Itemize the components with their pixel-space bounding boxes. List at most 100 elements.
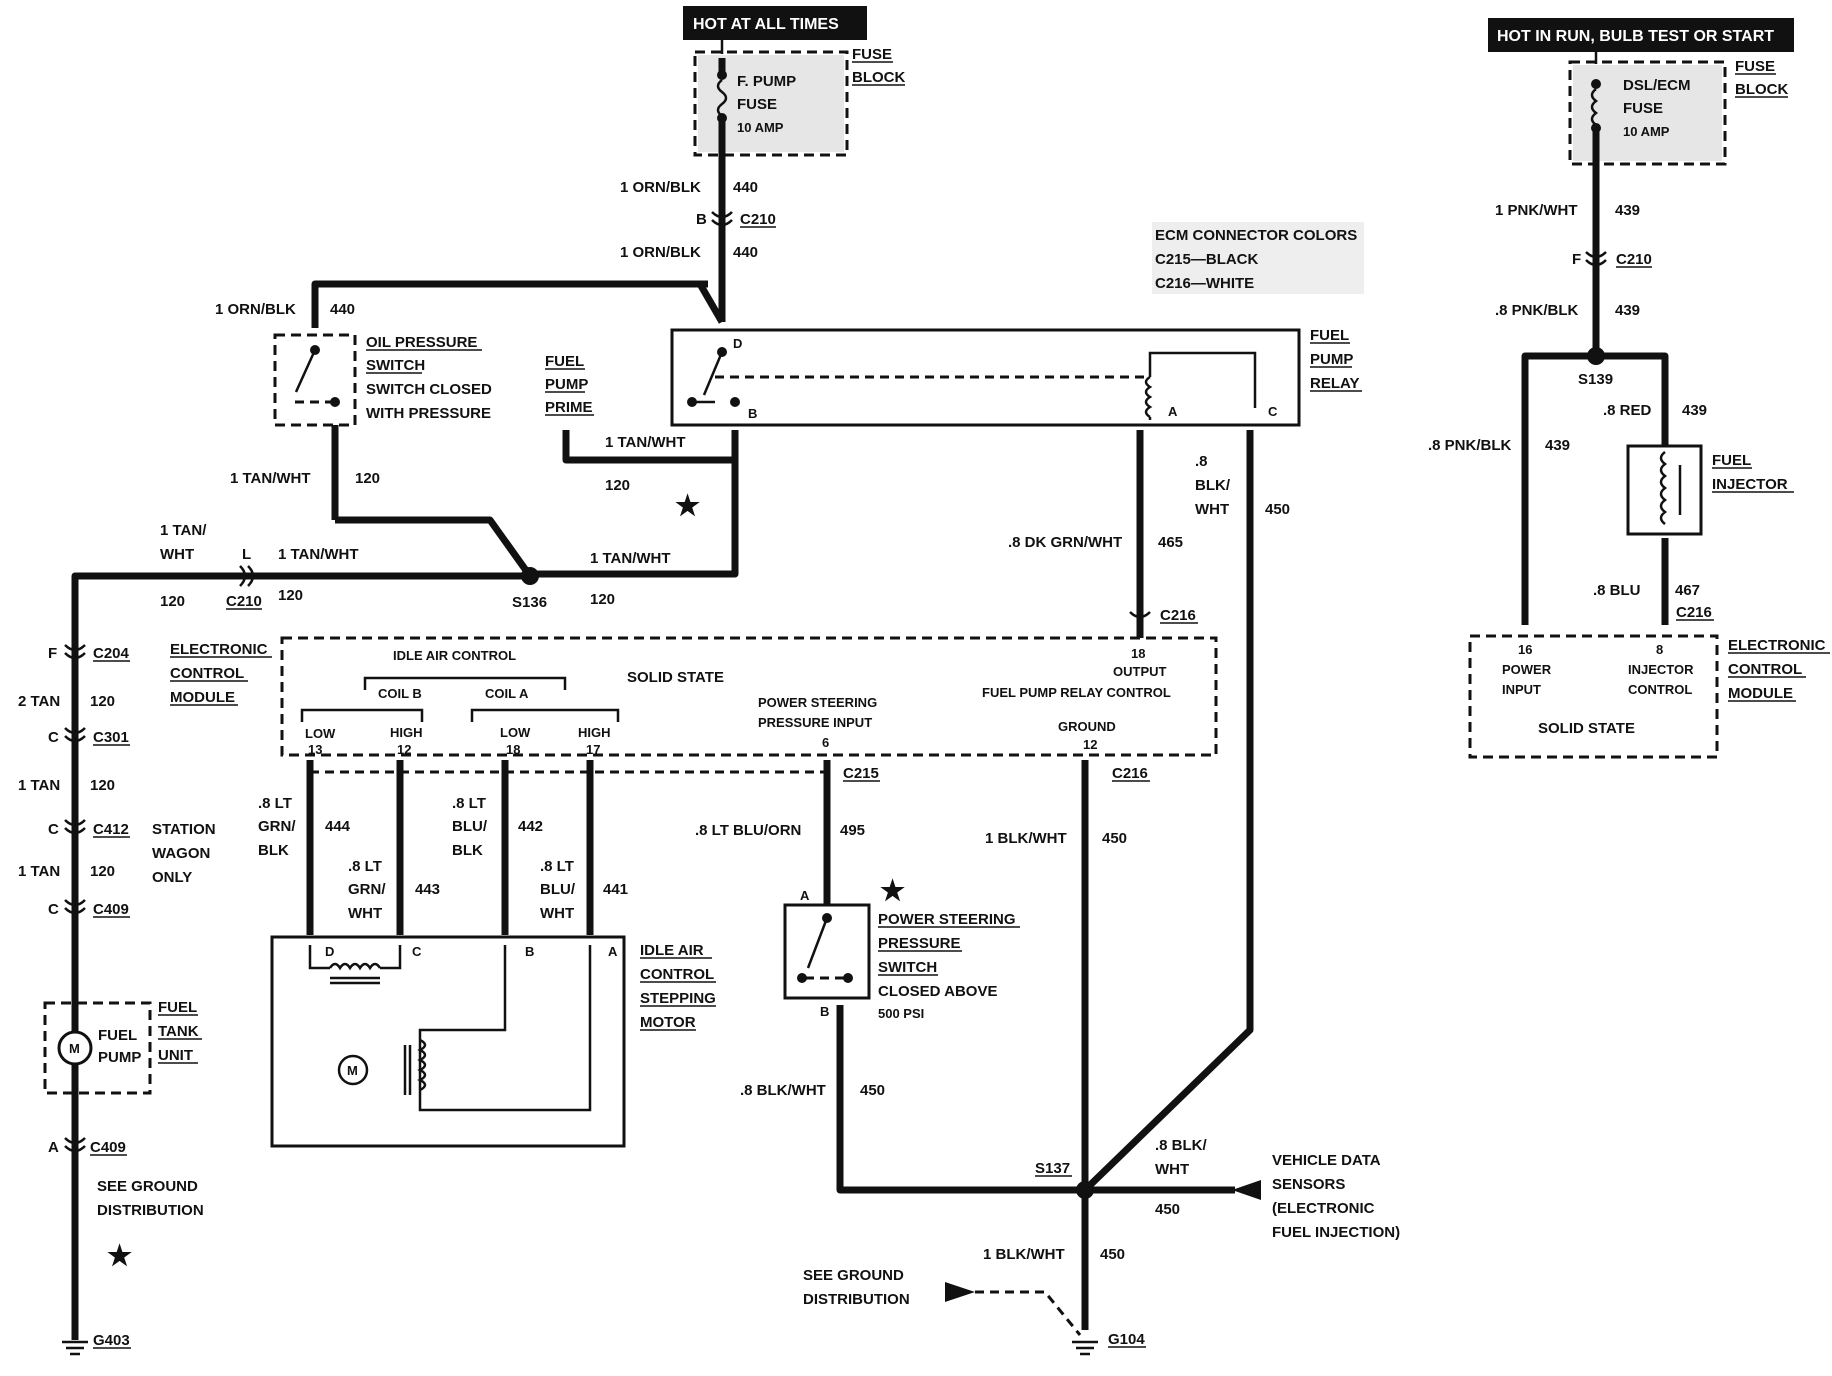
ecm-right-label-1: ELECTRONIC [1728,637,1826,654]
oil-out-color: 1 TAN/WHT [230,470,311,487]
fuel-pump-motor-m: M [69,1041,80,1056]
right-fuse-amp: 10 AMP [1623,124,1670,139]
vds-label-2: SENSORS [1272,1176,1345,1193]
one-tan-color-a: 1 TAN [18,777,60,794]
red-wire-num: 439 [1682,402,1707,419]
relay-pin-a: A [1168,404,1178,419]
ps-switch-label-5: 500 PSI [878,1006,924,1021]
c409-bottom-pin: A [48,1139,59,1156]
left-fuse-block-label-1: FUSE [852,46,892,63]
g403-label: G403 [93,1332,130,1349]
injector-label-2: INJECTOR [1712,476,1788,493]
c216-bottom-label: C216 [1112,765,1148,782]
wire-450-relay-b: BLK/ [1195,477,1231,494]
pin18-num: 18 [506,742,520,757]
tan-wht-left-color-1: 1 TAN/ [160,522,207,539]
iac-stepping-motor [270,935,626,1148]
left-fuse-name-1: F. PUMP [737,73,796,90]
c210-right-label: C210 [1616,251,1652,268]
ecm-right-pin8: 8 [1656,642,1663,657]
fuel-pump-motor-icon [57,1030,93,1066]
fuel-tank-label-2: TANK [158,1023,199,1040]
coil-a-label: COIL A [485,686,529,701]
ps-out-color: .8 BLK/WHT [740,1082,826,1099]
see-ground-right-2: DISTRIBUTION [803,1291,910,1308]
prime-wire-num: 120 [605,477,630,494]
ecm-colors-title: ECM CONNECTOR COLORS [1155,227,1357,244]
ecm-left [280,636,1218,757]
w443-a: .8 LT [348,858,382,875]
oil-switch-label-3: SWITCH CLOSED [366,381,492,398]
relay-pin-c: C [1268,404,1278,419]
w443-c: WHT [348,905,382,922]
blu-wire-num: 467 [1675,582,1700,599]
relay-pin-b: B [748,406,757,421]
ecm-colors-c216: C216—WHITE [1155,275,1254,292]
w441-a: .8 LT [540,858,574,875]
iac-motor-icon [337,1054,369,1086]
relay-label-1: FUEL [1310,327,1349,344]
ps-out-num: 450 [860,1082,885,1099]
ground-pin: 12 [1083,737,1097,752]
left-fuse-name-2: FUSE [737,96,777,113]
c409-top-label: C409 [93,901,129,918]
injector-label-1: FUEL [1712,452,1751,469]
w442-num: 442 [518,818,543,835]
vds-wire-color-1: .8 BLK/ [1155,1137,1208,1154]
pin13-num: 13 [308,742,322,757]
wire-495-num: 495 [840,822,865,839]
c204-pin: F [48,645,57,662]
w443-num: 443 [415,881,440,898]
ps-switch-label-3: SWITCH [878,959,937,976]
ps-input-1: POWER STEERING [758,695,877,710]
fuel-pump-label-2: PUMP [98,1049,141,1066]
ps-input-pin: 6 [822,735,829,750]
pnk-blk-left-color: .8 PNK/BLK [1428,437,1512,454]
iac-motor-label-2: CONTROL [640,966,714,983]
s139-splice [1587,347,1605,365]
iac-title: IDLE AIR CONTROL [393,648,516,663]
output-label: OUTPUT [1113,664,1167,679]
fuel-tank-label-3: UNIT [158,1047,193,1064]
g104-label: G104 [1108,1331,1145,1348]
c412-pin: C [48,821,59,838]
g104-wire-color: 1 BLK/WHT [983,1246,1065,1263]
fuel-pump-relay [670,328,1301,427]
w441-c: WHT [540,905,574,922]
inj-ctl-1: INJECTOR [1628,662,1694,677]
ecm-right-label-3: MODULE [1728,685,1793,702]
ps-switch-label-2: PRESSURE [878,935,961,952]
c409-top-pin: C [48,901,59,918]
vds-label-3: (ELECTRONIC [1272,1200,1375,1217]
wire-440-color-b: 1 ORN/BLK [620,244,701,261]
c301-label: C301 [93,729,129,746]
one-tan-num-a: 120 [90,777,115,794]
relay-control-label: FUEL PUMP RELAY CONTROL [982,685,1171,700]
one-tan-color-b: 1 TAN [18,863,60,880]
see-ground-left-1: SEE GROUND [97,1178,198,1195]
right-fuse-name-1: DSL/ECM [1623,77,1691,94]
blu-wire-color: .8 BLU [1593,582,1641,599]
wire-440-color-a: 1 ORN/BLK [620,179,701,196]
see-ground-right-arrow-icon [945,1282,975,1302]
iac-pin-d: D [325,944,334,959]
wire-440-color-c: 1 ORN/BLK [215,301,296,318]
wire-450-relay-a: .8 [1195,453,1208,470]
vds-wire-color-2: WHT [1155,1161,1189,1178]
iac-pin-b: B [525,944,534,959]
station-wagon-2: WAGON [152,845,210,862]
iac-motor-label-4: MOTOR [640,1014,696,1031]
ground-label: GROUND [1058,719,1116,734]
oil-switch-label-2: SWITCH [366,357,425,374]
wire-440-num-a: 440 [733,179,758,196]
oil-switch-label-4: WITH PRESSURE [366,405,491,422]
wire-450-relay-c: WHT [1195,501,1229,518]
left-fuse-block-label-2: BLOCK [852,69,905,86]
power-input-2: INPUT [1502,682,1541,697]
wire-439-num-a: 439 [1615,202,1640,219]
vds-wire-num: 450 [1155,1201,1180,1218]
red-wire-color: .8 RED [1603,402,1652,419]
power-input-1: POWER [1502,662,1552,677]
c412-label: C412 [93,821,129,838]
prime-label-3: PRIME [545,399,593,416]
